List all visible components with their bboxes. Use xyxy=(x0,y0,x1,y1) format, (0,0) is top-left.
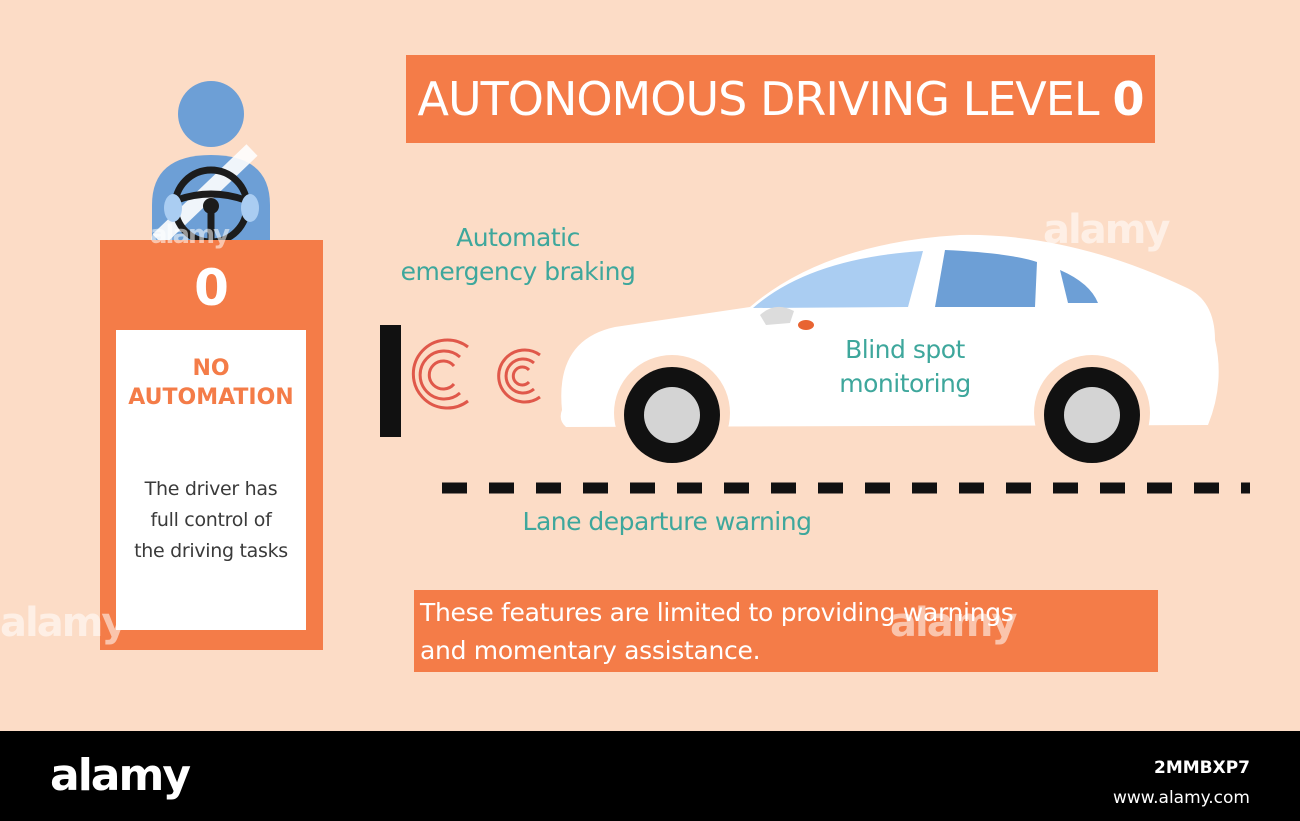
feature-label-emergency-braking: Automatic emergency braking xyxy=(398,221,638,289)
obstacle-bar-icon xyxy=(380,325,401,437)
level-name: NO AUTOMATION xyxy=(116,354,306,412)
feature-label-line: emergency braking xyxy=(400,257,636,286)
sensor-wave-icon xyxy=(411,338,541,410)
image-id: 2MMBXP7 xyxy=(1153,758,1250,778)
feature-label-lane-departure: Lane departure warning xyxy=(522,507,812,536)
note-box: These features are limited to providing … xyxy=(414,590,1158,672)
note-line: These features are limited to providing … xyxy=(420,598,1014,627)
level-description-line: The driver has xyxy=(144,478,278,500)
level-number: 0 xyxy=(194,259,229,317)
title-level: 0 xyxy=(1112,72,1144,126)
note-line: and momentary assistance. xyxy=(420,636,761,665)
car-scene xyxy=(380,234,1250,494)
car-icon xyxy=(560,234,1219,471)
level-name-line1: NO xyxy=(192,356,230,381)
watermark: alamy xyxy=(0,600,127,646)
feature-label-blind-spot: Blind spot monitoring xyxy=(830,333,980,401)
level-name-line2: AUTOMATION xyxy=(128,385,294,410)
feature-label-line: Automatic xyxy=(456,223,580,252)
level-card: 0 NO AUTOMATION The driver has full cont… xyxy=(100,240,323,650)
footer-image-info: 2MMBXP7 www.alamy.com xyxy=(1113,753,1250,813)
site-link[interactable]: www.alamy.com xyxy=(1112,788,1250,808)
footer-bar: alamy 2MMBXP7 www.alamy.com xyxy=(0,731,1300,821)
level-description: The driver has full control of the drivi… xyxy=(122,474,300,567)
driver-icon xyxy=(152,81,270,245)
level-card-panel: NO AUTOMATION The driver has full contro… xyxy=(116,330,306,630)
watermark: alamy xyxy=(1043,207,1170,253)
watermark: alamy xyxy=(150,220,230,250)
feature-label-line: Blind spot xyxy=(845,335,965,364)
footer-logo: alamy xyxy=(50,750,191,801)
feature-label-line: monitoring xyxy=(839,369,971,398)
watermark: alamy xyxy=(890,600,1017,646)
level-description-line: the driving tasks xyxy=(134,540,288,562)
level-description-line: full control of xyxy=(150,509,272,531)
title-text: AUTONOMOUS DRIVING LEVEL xyxy=(417,72,1100,126)
